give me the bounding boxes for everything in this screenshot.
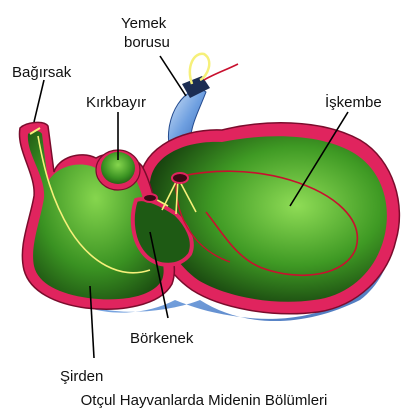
- label-sirden: Şirden: [60, 368, 103, 385]
- label-yemek-borusu-line1: Yemek: [121, 15, 166, 32]
- leader-bagirsak: [34, 80, 44, 122]
- leader-yemek-borusu: [160, 56, 186, 96]
- label-bagirsak: Bağırsak: [12, 64, 71, 81]
- diagram-caption: Otçul Hayvanlarda Midenin Bölümleri: [0, 392, 408, 409]
- opening-left: [143, 194, 157, 202]
- label-iskembe: İşkembe: [325, 94, 382, 111]
- label-kirkbayir: Kırkbayır: [86, 94, 146, 111]
- label-yemek-borusu-line2: borusu: [124, 34, 170, 51]
- opening-top: [172, 173, 188, 183]
- label-borkenek: Börkenek: [130, 330, 193, 347]
